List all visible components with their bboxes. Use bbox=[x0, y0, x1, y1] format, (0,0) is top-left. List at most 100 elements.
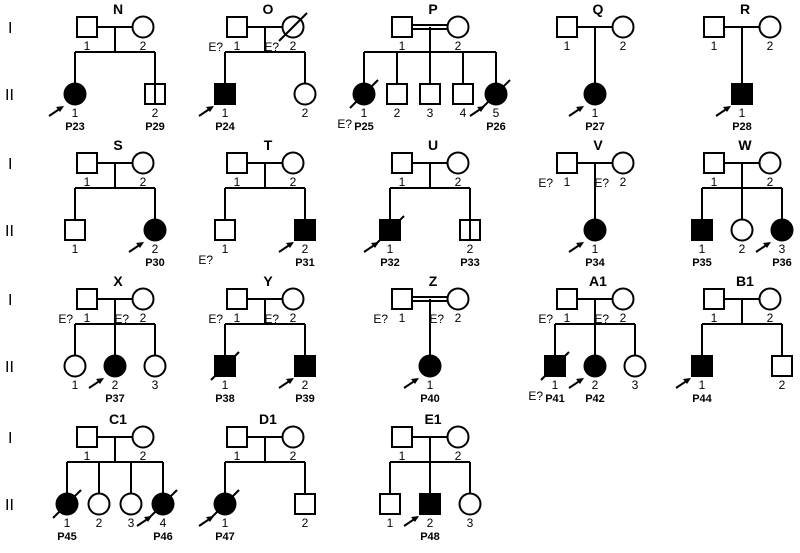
pedigree-title: N bbox=[113, 1, 123, 17]
e-marker: E? bbox=[538, 312, 553, 326]
parent-male-symbol bbox=[226, 152, 248, 174]
parent-male-symbol bbox=[226, 288, 248, 310]
deceased-slash bbox=[375, 215, 405, 245]
patient-id: P47 bbox=[215, 531, 235, 543]
proband-arrow bbox=[403, 516, 419, 527]
child-male-symbol bbox=[691, 219, 713, 241]
patient-id: P26 bbox=[486, 121, 506, 133]
e-marker: E? bbox=[373, 312, 388, 326]
child-female-symbol bbox=[143, 218, 167, 242]
child-male-symbol bbox=[294, 493, 316, 515]
parent-number: 2 bbox=[620, 311, 627, 325]
parent-number: 2 bbox=[140, 39, 147, 53]
child-number: 1 bbox=[361, 106, 368, 120]
patient-id: P31 bbox=[295, 257, 315, 269]
child-male-symbol bbox=[214, 83, 236, 105]
child-male-symbol bbox=[452, 83, 474, 105]
child-number: 3 bbox=[632, 378, 639, 392]
parent-number: 2 bbox=[620, 39, 627, 53]
parent-male-symbol bbox=[391, 426, 413, 448]
patient-id: P41 bbox=[545, 393, 565, 405]
e-marker: E? bbox=[264, 312, 279, 326]
e-marker: E? bbox=[208, 40, 223, 54]
parent-female-symbol bbox=[131, 287, 155, 311]
pedigree-title: A1 bbox=[589, 273, 607, 289]
pedigree-title: E1 bbox=[424, 411, 441, 427]
child-number: 4 bbox=[160, 516, 167, 530]
patient-id: P35 bbox=[692, 257, 712, 269]
child-male-symbol bbox=[294, 219, 316, 241]
parent-male-symbol bbox=[391, 152, 413, 174]
child-female-symbol bbox=[87, 492, 111, 516]
patient-id: P46 bbox=[153, 531, 173, 543]
parent-female-symbol bbox=[611, 15, 635, 39]
proband-arrow bbox=[755, 242, 771, 253]
generation-label-I: I bbox=[8, 430, 12, 447]
child-number: 1 bbox=[699, 242, 706, 256]
proband-arrow bbox=[715, 106, 731, 117]
child-number: 2 bbox=[112, 378, 119, 392]
e-marker: E? bbox=[198, 253, 213, 267]
proband-arrow bbox=[128, 242, 144, 253]
parent-female-symbol bbox=[446, 15, 470, 39]
parent-number: 1 bbox=[564, 175, 571, 189]
child-female-symbol bbox=[770, 218, 794, 242]
deceased-slash bbox=[52, 489, 82, 519]
parent-male-symbol bbox=[76, 152, 98, 174]
parent-number: 1 bbox=[399, 311, 406, 325]
parent-male-symbol bbox=[391, 16, 413, 38]
e-marker: E? bbox=[208, 312, 223, 326]
parent-number: 2 bbox=[140, 175, 147, 189]
patient-id: P27 bbox=[585, 121, 605, 133]
patient-id: P23 bbox=[65, 121, 85, 133]
pedigree-title: U bbox=[428, 137, 438, 153]
deceased-slash bbox=[278, 12, 308, 42]
deceased-slash bbox=[540, 351, 570, 381]
parent-female-symbol bbox=[446, 287, 470, 311]
child-male-symbol bbox=[419, 493, 441, 515]
patient-id: P33 bbox=[460, 257, 480, 269]
parent-female-symbol bbox=[281, 151, 305, 175]
proband-arrow bbox=[278, 378, 294, 389]
child-number: 1 bbox=[592, 242, 599, 256]
pedigree-title: T bbox=[264, 137, 273, 153]
parent-number: 1 bbox=[711, 175, 718, 189]
patient-id: P45 bbox=[57, 531, 77, 543]
parent-number: 2 bbox=[767, 39, 774, 53]
child-number: 1 bbox=[64, 516, 71, 530]
parent-number: 1 bbox=[234, 449, 241, 463]
child-female-symbol bbox=[119, 492, 143, 516]
parent-female-symbol bbox=[131, 425, 155, 449]
pedigree-title: P bbox=[428, 1, 437, 17]
child-number: 2 bbox=[739, 242, 746, 256]
parent-number: 2 bbox=[140, 449, 147, 463]
generation-label-I: I bbox=[8, 20, 12, 37]
child-male-symbol bbox=[379, 493, 401, 515]
child-female-symbol bbox=[63, 82, 87, 106]
parent-male-symbol bbox=[76, 288, 98, 310]
patient-id: P29 bbox=[145, 121, 165, 133]
parent-female-symbol bbox=[611, 151, 635, 175]
parent-number: 2 bbox=[290, 311, 297, 325]
pedigree-title: B1 bbox=[736, 273, 754, 289]
child-number: 1 bbox=[222, 378, 229, 392]
child-number: 2 bbox=[302, 106, 309, 120]
child-female-symbol bbox=[143, 354, 167, 378]
parent-number: 1 bbox=[399, 449, 406, 463]
child-number: 1 bbox=[739, 106, 746, 120]
proband-arrow bbox=[403, 378, 419, 389]
child-number: 3 bbox=[779, 242, 786, 256]
parent-number: 2 bbox=[767, 175, 774, 189]
child-number: 2 bbox=[302, 516, 309, 530]
generation-label-II: II bbox=[5, 359, 14, 376]
patient-id: P40 bbox=[420, 393, 440, 405]
e-marker: E? bbox=[594, 312, 609, 326]
child-female-symbol bbox=[418, 354, 442, 378]
